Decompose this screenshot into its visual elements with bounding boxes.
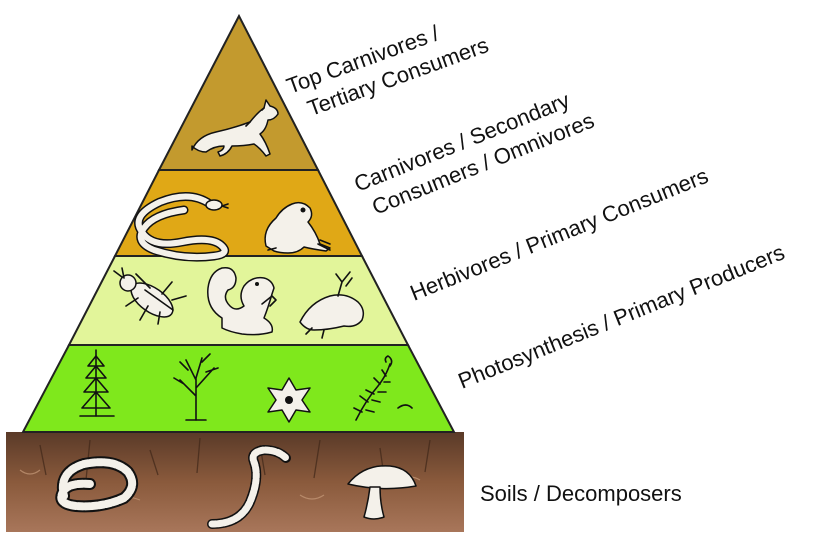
label-soils: Soils / Decomposers xyxy=(480,481,682,506)
label-secondary: Carnivores / Secondary Consumers / Omniv… xyxy=(351,82,598,223)
label-tertiary: Top Carnivores / Tertiary Consumers xyxy=(283,6,492,125)
